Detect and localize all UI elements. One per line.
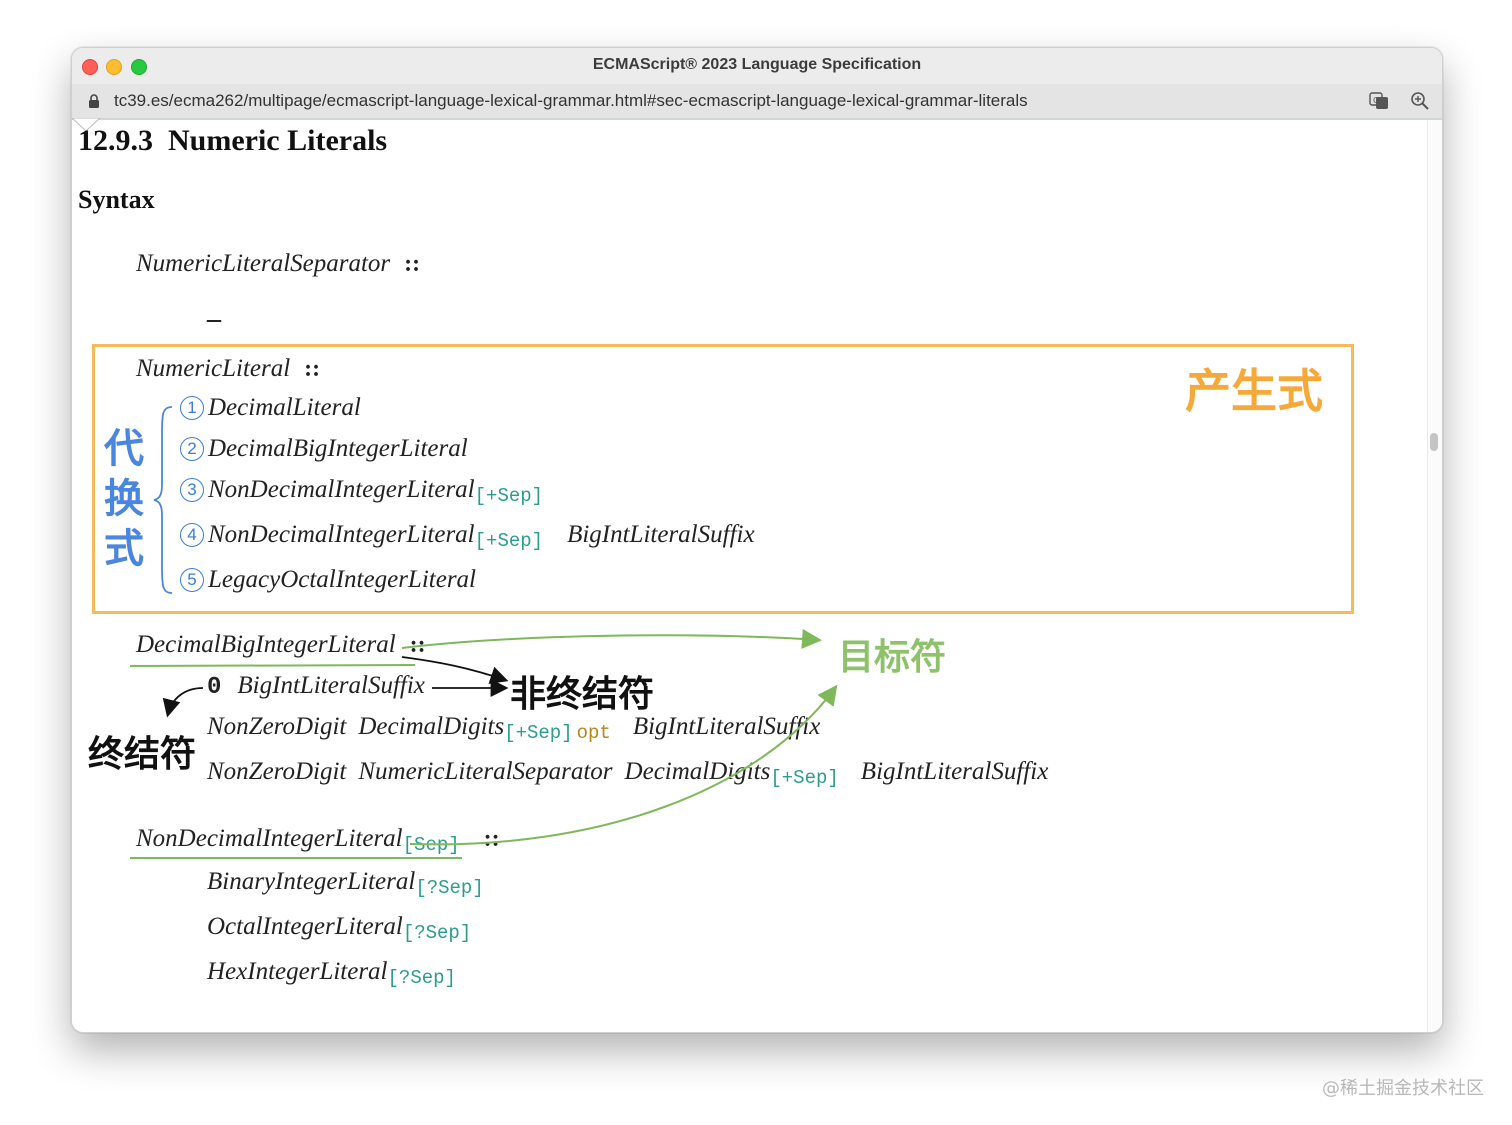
production-separator: NumericLiteralSeparator ::	[136, 250, 421, 277]
number-badge: 3	[180, 478, 204, 502]
number-badge: 2	[180, 437, 204, 461]
number-badge: 1	[180, 396, 204, 420]
number-badge: 4	[180, 523, 204, 547]
page-content	[72, 120, 1427, 1032]
svg-text:G: G	[1373, 96, 1379, 105]
watermark: @稀土掘金技术社区	[1322, 1078, 1484, 1099]
production-numeric-literal: NumericLiteral ::	[136, 355, 321, 382]
rhs-zero-suffix: 0 BigIntLiteralSuffix	[207, 672, 425, 701]
tab-indicator-icon	[72, 118, 101, 132]
nondecimal-alt-hex: HexIntegerLiteral[?Sep]	[207, 958, 456, 990]
nonterminal-lhs[interactable]: NonDecimalIntegerLiteral	[136, 825, 403, 852]
underline-decimal-big	[129, 664, 416, 667]
browser-window: ECMAScript® 2023 Language Specification …	[71, 47, 1443, 1033]
brace-icon	[153, 406, 173, 594]
nondecimal-alt-octal: OctalIntegerLiteral[?Sep]	[207, 913, 472, 945]
translate-icon[interactable]: G	[1369, 91, 1389, 111]
nonterminal-lhs[interactable]: DecimalBigIntegerLiteral	[136, 631, 396, 658]
nonterminal-lhs[interactable]: NumericLiteralSeparator	[136, 250, 391, 277]
annotation-terminal: 终结符	[88, 734, 197, 775]
arrow-goal-1	[401, 628, 822, 649]
nonterminal-lhs[interactable]: NumericLiteral	[136, 355, 291, 382]
title-bar: ECMAScript® 2023 Language Specification	[72, 48, 1442, 85]
nondecimal-alt-binary: BinaryIntegerLiteral[?Sep]	[207, 868, 484, 900]
zoom-icon[interactable]	[1410, 91, 1430, 111]
production-highlight-box	[92, 344, 1354, 614]
annotation-production: 产生式	[1185, 364, 1323, 418]
minimize-button[interactable]	[106, 59, 122, 75]
number-badge: 5	[180, 568, 204, 592]
syntax-heading: Syntax	[78, 185, 155, 214]
production-decimal-big: DecimalBigIntegerLiteral ::	[136, 631, 426, 658]
lock-icon	[89, 94, 99, 108]
scrollbar-track[interactable]	[1427, 120, 1442, 1032]
annotation-alternative: 代换式	[104, 426, 144, 572]
window-title: ECMAScript® 2023 Language Specification	[592, 56, 922, 73]
terminal-zero: 0	[207, 674, 222, 701]
zoom-button[interactable]	[131, 59, 147, 75]
url-text[interactable]: tc39.es/ecma262/multipage/ecmascript-lan…	[114, 91, 1028, 110]
arrow-goal-2	[409, 684, 838, 846]
annotation-goal: 目标符	[838, 637, 947, 678]
rhs-nonzero-digits: NonZeroDigit DecimalDigits[+Sep] opt Big…	[207, 713, 821, 745]
annotation-nonterminal: 非终结符	[510, 674, 655, 715]
close-button[interactable]	[82, 59, 98, 75]
arrow-nonterminal-1	[401, 656, 509, 684]
rhs-nonzero-separator: NonZeroDigit NumericLiteralSeparator Dec…	[207, 758, 1049, 790]
section-heading: 12.9.3 Numeric Literals	[78, 124, 388, 157]
scrollbar-thumb[interactable]	[1430, 433, 1438, 451]
arrow-terminal	[162, 687, 204, 718]
terminal-underscore: _	[207, 294, 221, 325]
address-bar[interactable]: tc39.es/ecma262/multipage/ecmascript-lan…	[72, 84, 1442, 120]
